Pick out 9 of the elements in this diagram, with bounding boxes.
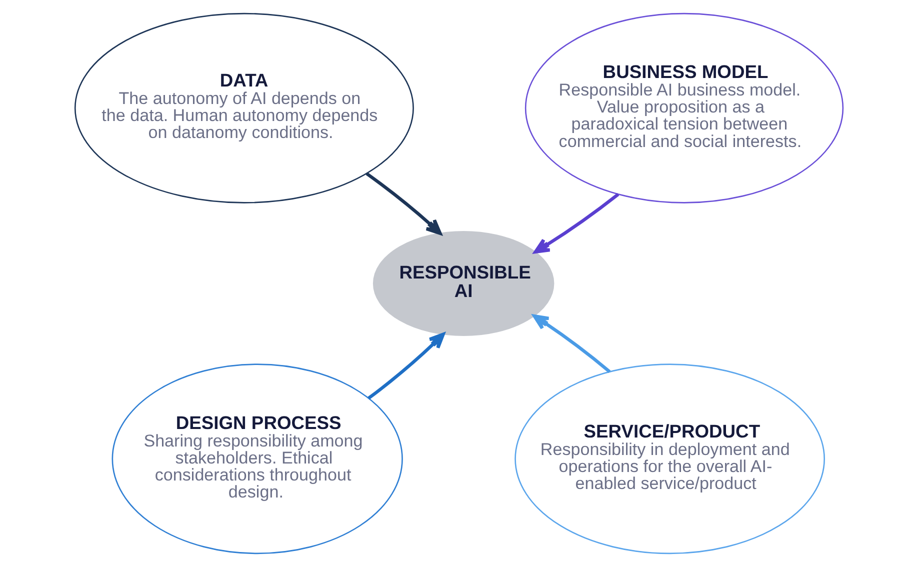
node-ellipse: SERVICE/PRODUCT Responsibility in deployment and operations for the overall AI-enabled service/product xyxy=(514,364,824,554)
node-ellipse: DATA The autonomy of AI depends on the data. Human autonomy depends on datanomy conditions. xyxy=(74,12,414,204)
arrow xyxy=(365,172,442,235)
node-ellipse: DESIGN PROCESS Sharing responsibility among stakeholders. Ethical considerations throughout design. xyxy=(111,364,402,554)
node-ellipse: BUSINESS MODEL Responsible AI business model. Value proposition as a paradoxical tension between commercial and social interests. xyxy=(524,12,844,204)
arrow xyxy=(533,193,619,254)
node-ellipse: RESPONSIBLE AI xyxy=(372,230,554,336)
arrow xyxy=(367,332,444,400)
arrow xyxy=(532,314,610,373)
